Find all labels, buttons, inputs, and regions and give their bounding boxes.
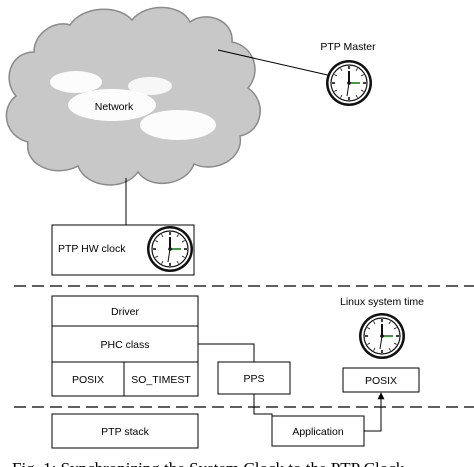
pps-box — [217, 361, 291, 395]
clock-icon — [325, 59, 373, 107]
driver-label: Driver — [111, 306, 140, 318]
so-timestamp-box — [123, 361, 199, 397]
pps-label: PPS — [243, 373, 264, 385]
posix-left-label: POSIX — [72, 374, 104, 386]
ptp-stack-box — [51, 413, 199, 449]
network-master-link — [217, 49, 333, 77]
posix-right-box — [342, 367, 420, 393]
cloud-icon: Network — [5, 6, 261, 186]
pps-application-link — [253, 394, 273, 416]
ptp-master-label: PTP Master — [320, 41, 376, 53]
network-label: Network — [95, 101, 134, 113]
so-timestamp-label: SO_TIMEST — [131, 374, 191, 386]
figure-caption: Fig. 1: Synchronizing the System Clock t… — [12, 459, 405, 467]
ptp-stack-label: PTP stack — [101, 426, 149, 438]
phc-pps-link — [198, 343, 255, 362]
phc-class-box — [51, 325, 199, 363]
clock-icon — [146, 225, 194, 273]
application-label: Application — [292, 426, 344, 438]
clock-icon — [358, 312, 406, 360]
posix-right-label: POSIX — [365, 375, 397, 387]
phc-class-label: PHC class — [100, 339, 149, 351]
linux-system-time-label: Linux system time — [340, 296, 424, 308]
ptp-hw-clock-label: PTP HW clock — [58, 243, 126, 255]
application-posix-arrow — [364, 392, 385, 432]
